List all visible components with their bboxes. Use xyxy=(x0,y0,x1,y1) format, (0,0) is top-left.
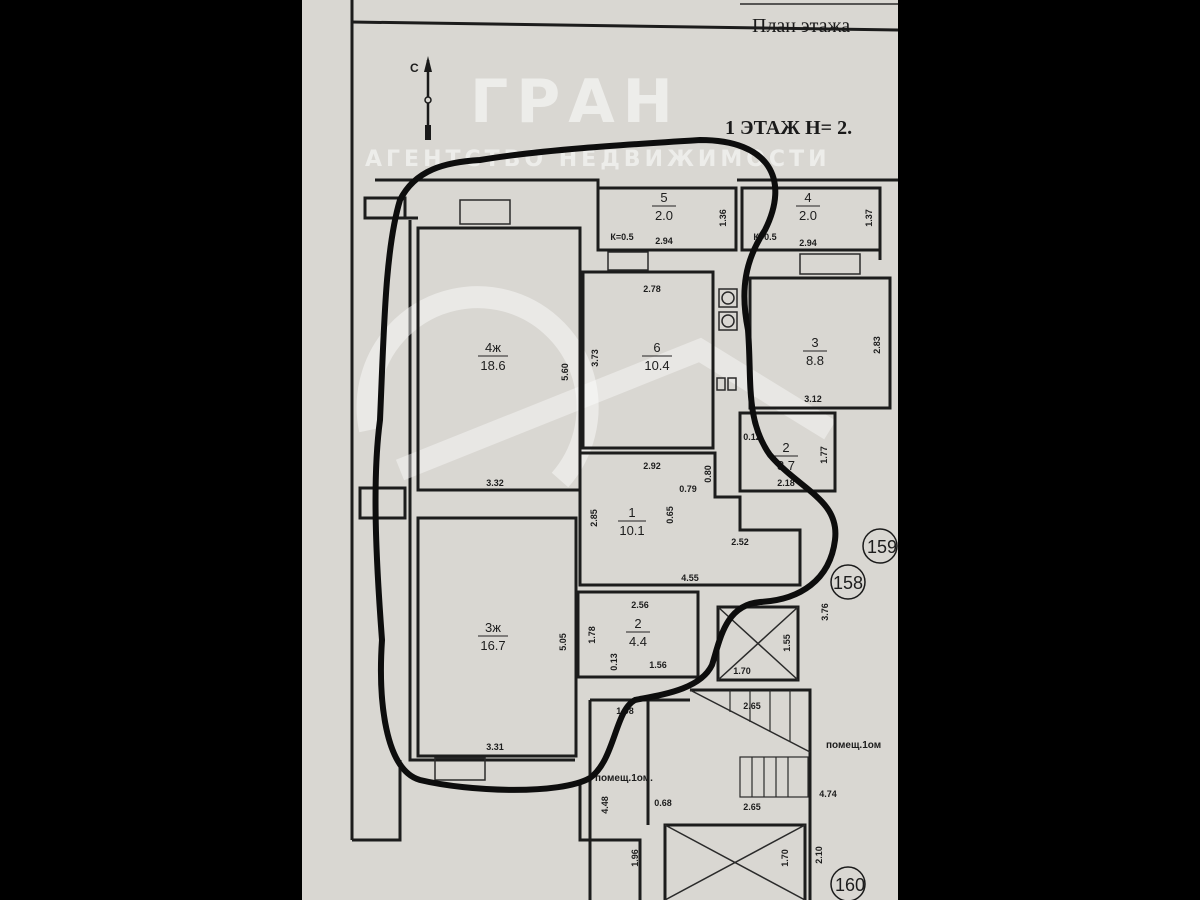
room-label: 2 xyxy=(782,440,789,455)
apartment-outline xyxy=(372,137,839,793)
room-label: 6 xyxy=(653,340,660,355)
watermark-brand: ГРАН xyxy=(470,67,681,137)
room-label: 2 xyxy=(634,616,641,631)
room-label: 158 xyxy=(833,573,863,593)
room-label: 3 xyxy=(811,335,818,350)
dimension-label: 4.74 xyxy=(819,789,837,799)
room-label: 4ж xyxy=(485,340,501,355)
room-label: 4.4 xyxy=(629,634,647,649)
dimension-label: 4.48 xyxy=(600,796,610,814)
room-label: 2.0 xyxy=(799,208,817,223)
room-4zh[interactable]: 4ж 18.6 5.60 3.32 xyxy=(416,226,582,492)
room-3zh[interactable]: 3ж 16.7 5.05 3.31 xyxy=(416,516,578,758)
room-label: 16.7 xyxy=(480,638,505,653)
common-room-label: помещ.1ом. xyxy=(595,773,653,784)
north-arrow-icon xyxy=(424,56,432,140)
room-label: 1 xyxy=(628,505,635,520)
dimension-label: 0.13 xyxy=(609,653,619,671)
room-label: 4 xyxy=(804,190,811,205)
room-label: 10.1 xyxy=(619,523,644,538)
room-4-balcony[interactable]: 4 2.0 1.37 2.94 К=0.5 xyxy=(740,186,882,252)
watermark-logo-icon xyxy=(356,286,836,488)
dimension-label: 3.12 xyxy=(804,394,822,404)
room-label: 160 xyxy=(835,875,865,895)
paper-sheet xyxy=(302,0,898,900)
room-label: 8.8 xyxy=(806,353,824,368)
dimension-label: 0.65 xyxy=(665,506,675,524)
dimension-label: 0.12 xyxy=(743,432,761,442)
dimension-label: 1.96 xyxy=(630,849,640,867)
dimension-label: К=0.5 xyxy=(753,232,776,242)
dimension-label: 3.31 xyxy=(486,742,504,752)
dimension-label: 2.94 xyxy=(655,236,673,246)
dimension-label: 3.73 xyxy=(590,349,600,367)
room-label: 2.0 xyxy=(655,208,673,223)
agency-watermark: ГРАН АГЕНТСТВО НЕДВИЖИМОСТИ xyxy=(365,67,827,172)
dimension-label: 5.05 xyxy=(558,633,568,651)
dimension-label: 1.70 xyxy=(733,666,751,676)
room-label: 5 xyxy=(660,190,667,205)
dimension-label: 2.85 xyxy=(589,509,599,527)
dimension-label: 1.36 xyxy=(718,209,728,227)
stairwell: 3.76 2.65 4.74 2.65 1.98 4.48 0.68 1.96 … xyxy=(588,603,881,900)
room-label: 18.6 xyxy=(480,358,505,373)
apartment-marker-160: 160 xyxy=(830,866,866,900)
room-1-hall[interactable]: 1 10.1 2.92 0.80 0.79 0.65 2.85 2.52 4.5… xyxy=(578,451,802,587)
dimension-label: 3.76 xyxy=(820,603,830,621)
dimension-label: 2.92 xyxy=(643,461,661,471)
dimension-label: 0.80 xyxy=(703,465,713,483)
north-label: С xyxy=(410,61,419,75)
dimension-label: 2.94 xyxy=(799,238,817,248)
room-label: 3ж xyxy=(485,620,501,635)
common-room-label: помещ.1ом xyxy=(826,740,881,751)
dimension-label: 2.65 xyxy=(743,701,761,711)
header-divider xyxy=(351,20,899,32)
dimension-label: 3.32 xyxy=(486,478,504,488)
dimension-label: 2.18 xyxy=(777,478,795,488)
room-5-balcony[interactable]: 5 2.0 1.36 2.94 К=0.5 xyxy=(596,186,738,252)
dimension-label: 0.79 xyxy=(679,484,697,494)
room-label: 10.4 xyxy=(644,358,669,373)
walls xyxy=(352,178,898,900)
dimension-label: 2.83 xyxy=(872,336,882,354)
dimension-label: 2.10 xyxy=(814,846,824,864)
dimension-label: 1.70 xyxy=(780,849,790,867)
dimension-label: 2.65 xyxy=(743,802,761,812)
dimension-label: 1.56 xyxy=(649,660,667,670)
dimension-label: 0.68 xyxy=(654,798,672,808)
dimension-label: 1.37 xyxy=(864,209,874,227)
apartment-marker-158: 158 xyxy=(830,564,866,600)
dimension-label: 5.60 xyxy=(560,363,570,381)
floor-label: 1 ЭТАЖ Н= 2. xyxy=(725,117,852,139)
dimension-label: 1.55 xyxy=(782,634,792,652)
dimension-label: К=0.5 xyxy=(610,232,633,242)
room-2-wc[interactable]: 2 4.4 2.56 1.78 1.56 0.13 xyxy=(576,590,700,679)
plan-title: План этажа xyxy=(752,15,850,37)
dimension-label: 4.55 xyxy=(681,573,699,583)
dimension-label: 2.56 xyxy=(631,600,649,610)
apartment-marker-159: 159 xyxy=(862,528,898,564)
room-6-kitchen[interactable]: 6 10.4 2.78 3.73 xyxy=(581,270,738,450)
dimension-label: 2.78 xyxy=(643,284,661,294)
dimension-label: 1.78 xyxy=(587,626,597,644)
dimension-label: 2.52 xyxy=(731,537,749,547)
room-label: 159 xyxy=(867,537,897,557)
dimension-label: 1.77 xyxy=(819,446,829,464)
